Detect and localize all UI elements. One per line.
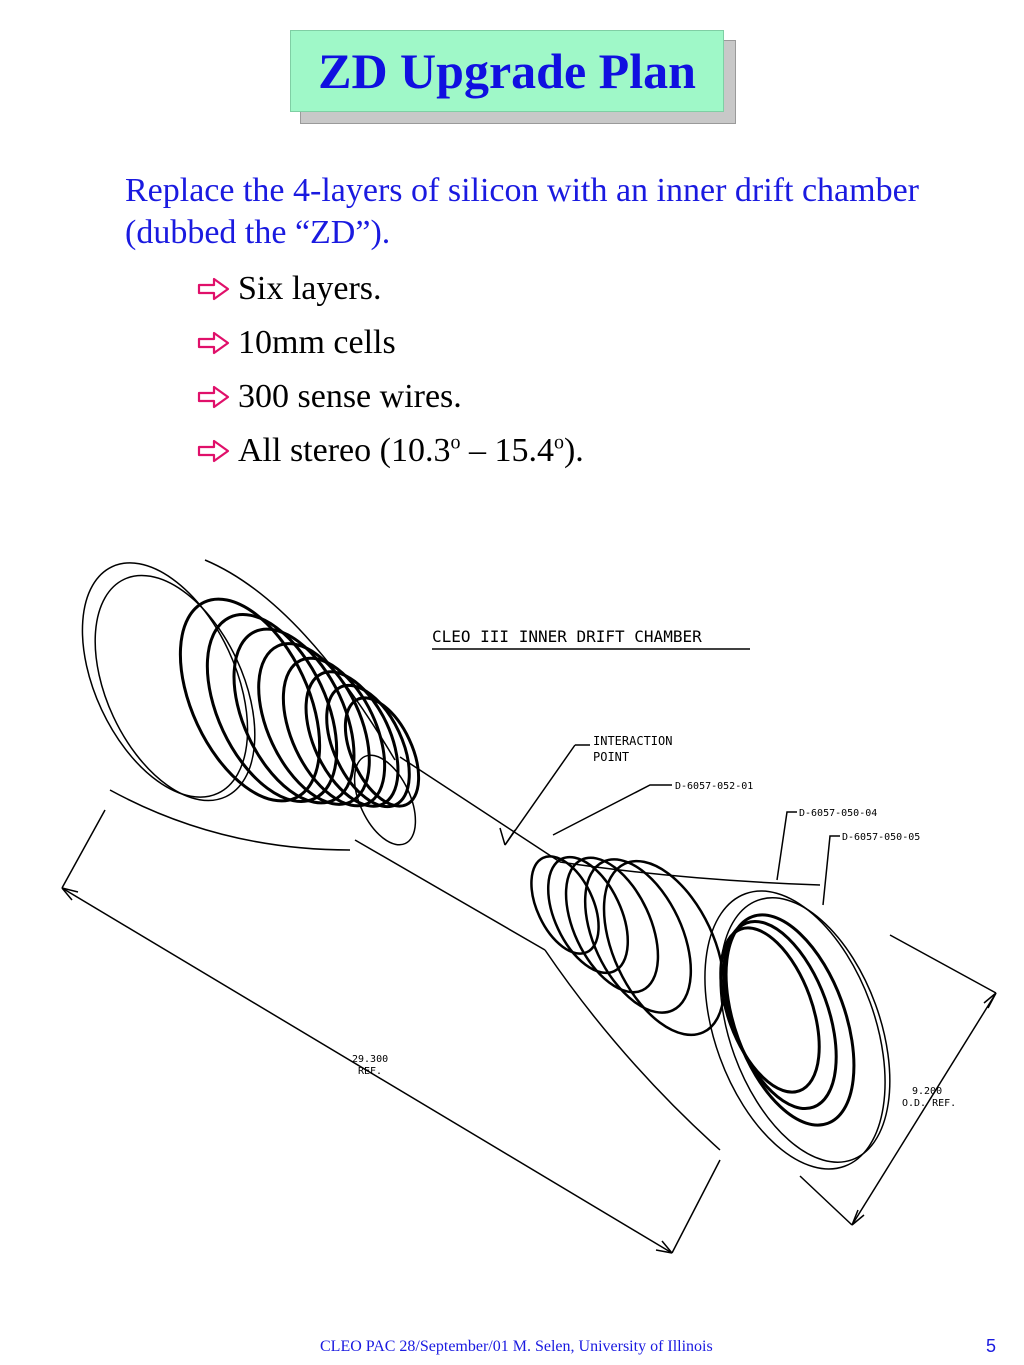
bullet-text: 300 sense wires.	[238, 378, 462, 415]
part-number-1: D-6057-052-01	[675, 781, 753, 792]
bullet-text: Six layers.	[238, 270, 382, 307]
part-number-3: D-6057-050-05	[842, 832, 920, 843]
hollow-arrow-right-icon	[197, 439, 230, 463]
drawing-title: CLEO III INNER DRIFT CHAMBER	[432, 627, 702, 646]
bullet-item: All stereo (10.3o – 15.4o).	[196, 424, 584, 478]
diameter-ref: O.D. REF.	[902, 1098, 956, 1109]
drift-chamber-drawing: CLEO III INNER DRIFT CHAMBER INTERACTION…	[61, 559, 997, 1254]
bullet-item: 10mm cells	[196, 316, 584, 370]
bullet-text: All stereo (10.3o – 15.4o).	[238, 431, 584, 469]
hollow-arrow-right-icon	[197, 277, 230, 301]
hollow-arrow-right-icon	[197, 385, 230, 409]
page-number: 5	[986, 1336, 997, 1356]
bullet-text: 10mm cells	[238, 324, 396, 361]
bullet-list: Six layers. 10mm cells 300 sense wires. …	[196, 262, 584, 478]
title-box: ZD Upgrade Plan	[290, 30, 724, 112]
bullet-item: 300 sense wires.	[196, 370, 584, 424]
intro-text: Replace the 4-layers of silicon with an …	[125, 172, 919, 251]
part-number-2: D-6057-050-04	[799, 808, 877, 819]
diameter-value: 9.200	[912, 1086, 942, 1097]
length-ref: REF.	[358, 1066, 382, 1077]
length-value: 29.300	[352, 1054, 388, 1065]
hollow-arrow-right-icon	[197, 331, 230, 355]
interaction-label-1: INTERACTION	[593, 734, 672, 748]
interaction-label-2: POINT	[593, 750, 629, 764]
slide-title: ZD Upgrade Plan	[318, 43, 696, 99]
bullet-item: Six layers.	[196, 262, 584, 316]
footer-text: CLEO PAC 28/September/01 M. Selen, Unive…	[320, 1338, 713, 1355]
